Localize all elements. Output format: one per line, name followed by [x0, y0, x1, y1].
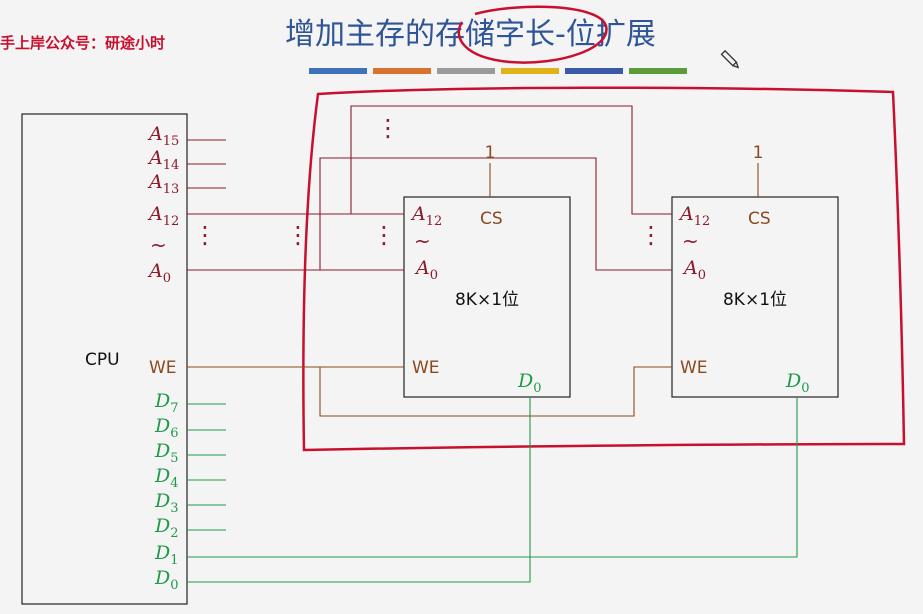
title-bar-2 — [373, 68, 431, 74]
watermark-text: 手上岸公众号：研途小时 — [0, 34, 165, 52]
wire-a12-chip2 — [350, 105, 672, 215]
cs-wires — [489, 163, 759, 197]
page-title: 增加主存的存储字长-位扩展 — [285, 17, 656, 52]
cpu-pin-a14: A14 — [147, 147, 179, 173]
title-bar-6 — [629, 68, 687, 74]
cpu-label: CPU — [85, 350, 120, 370]
chip2-pin-a12: A12 — [678, 203, 710, 229]
cpu-pin-d3: D3 — [154, 490, 179, 516]
chip2-address-range-tilde: ~ — [682, 229, 699, 253]
wire-d1-chip2 — [187, 397, 798, 558]
chip2-name: 8K×1位 — [723, 290, 787, 310]
chip1-pin-cs: CS — [480, 209, 503, 229]
ellipsis-1: ⋮ — [193, 221, 217, 249]
chip2-cs-value: 1 — [753, 143, 764, 163]
pencil-icon — [720, 49, 740, 69]
cpu-pin-we: WE — [149, 358, 177, 378]
cpu-pin-a13: A13 — [147, 171, 179, 197]
chip1-pin-we: WE — [412, 358, 440, 378]
cpu-address-range-tilde: ~ — [150, 233, 167, 257]
chip1-pin-d0: D0 — [517, 370, 542, 396]
chip2-pin-d0: D0 — [785, 370, 810, 396]
chip1-address-range-tilde: ~ — [414, 229, 431, 253]
chip1-pin-a12: A12 — [410, 203, 442, 229]
annotation-circle — [457, 5, 608, 64]
ellipsis-4: ⋮ — [376, 114, 400, 142]
chip1-name: 8K×1位 — [455, 290, 519, 310]
cpu-pin-d0: D0 — [154, 567, 179, 593]
ellipsis-2: ⋮ — [286, 221, 310, 249]
chip2-pin-a0: A0 — [682, 257, 706, 283]
chip2-pin-we: WE — [680, 358, 708, 378]
cpu-box — [21, 113, 188, 605]
cpu-pin-d2: D2 — [154, 515, 179, 541]
cpu-pin-d6: D6 — [154, 415, 179, 441]
cpu-pin-a15: A15 — [147, 123, 179, 149]
title-bar-3 — [437, 68, 495, 74]
cpu-pin-a0: A0 — [147, 260, 171, 286]
chip1-cs-value: 1 — [485, 143, 496, 163]
cpu-pin-d4: D4 — [154, 465, 179, 491]
wire-we-chip2 — [319, 366, 672, 417]
we-wires — [187, 366, 672, 417]
title-color-bars — [309, 68, 687, 74]
data-bus-wires — [187, 397, 798, 583]
chip2-pin-cs: CS — [748, 209, 771, 229]
address-bus-wires — [187, 105, 672, 271]
ellipsis-5: ⋮ — [639, 221, 663, 249]
cpu-pin-d7: D7 — [154, 390, 179, 416]
annotation-box — [302, 86, 906, 452]
chip1-pin-a0: A0 — [414, 257, 438, 283]
cpu-pin-a12: A12 — [147, 203, 179, 229]
title-bar-4 — [501, 68, 559, 74]
title-bar-5 — [565, 68, 623, 74]
memory-chip-1-box — [403, 196, 571, 398]
memory-chip-2-box — [671, 196, 839, 398]
ellipsis-3: ⋮ — [372, 221, 396, 249]
cpu-pin-d5: D5 — [154, 440, 179, 466]
title-bar-1 — [309, 68, 367, 74]
cpu-pin-d1: D1 — [154, 542, 179, 568]
wire-a0-chip2 — [319, 157, 672, 271]
wire-d0-chip1 — [187, 397, 531, 583]
